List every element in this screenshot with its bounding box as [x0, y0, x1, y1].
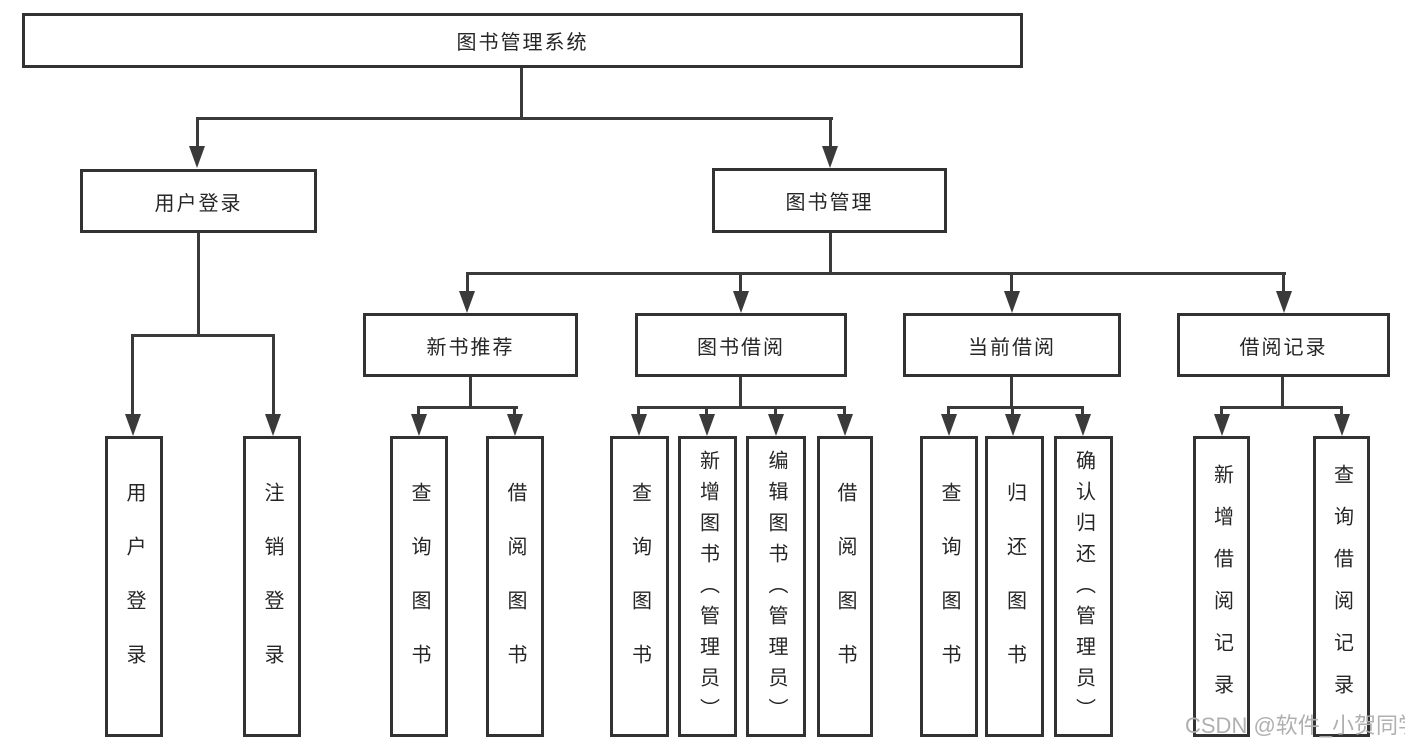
connector-line — [829, 117, 832, 150]
connector-line — [466, 272, 469, 294]
node-label: 图书管理系统 — [456, 32, 589, 54]
arrow-down-icon — [1005, 414, 1021, 436]
connector-line — [637, 406, 640, 418]
arrow-down-icon — [459, 291, 475, 313]
connector-line — [1010, 376, 1013, 408]
node-library-system: 图书管理系统 — [22, 13, 1023, 68]
node-label: 图书管理 — [785, 192, 874, 214]
arrow-down-icon — [507, 414, 523, 436]
node-book-management: 图书管理 — [712, 168, 947, 233]
connector-line — [196, 117, 199, 150]
arrow-down-icon — [941, 414, 957, 436]
connector-line — [947, 406, 950, 418]
connector-line — [417, 406, 420, 418]
connector-line — [1220, 406, 1343, 409]
arrow-down-icon — [1004, 291, 1020, 313]
connector-line — [513, 406, 516, 418]
connector-line — [417, 406, 518, 409]
node-book-borrow: 图书借阅 — [635, 313, 847, 377]
arrow-down-icon — [1214, 414, 1230, 436]
leaf-borrow-books: 借阅图书 — [817, 436, 873, 737]
node-label: 用户登录 — [154, 192, 243, 215]
arrow-down-icon — [1075, 414, 1091, 436]
connector-line — [131, 334, 275, 337]
node-user-login: 用户登录 — [80, 169, 317, 233]
connector-line — [466, 272, 1286, 275]
node-current-borrow: 当前借阅 — [903, 313, 1121, 377]
leaf-return-books: 归还图书 — [985, 436, 1044, 737]
arrow-down-icon — [1334, 414, 1350, 436]
node-label: 新书推荐 — [426, 336, 515, 359]
leaf-add-borrow-record: 新增借阅记录 — [1193, 436, 1250, 737]
connector-line — [637, 406, 846, 409]
arrow-down-icon — [768, 414, 784, 436]
connector-line — [1011, 406, 1014, 418]
arrow-down-icon — [822, 146, 838, 168]
connector-line — [1081, 406, 1084, 418]
arrow-down-icon — [733, 291, 749, 313]
arrow-down-icon — [631, 414, 647, 436]
connector-line — [843, 406, 846, 418]
leaf-search-books: 查询图书 — [920, 436, 978, 737]
connector-line — [1281, 376, 1284, 408]
leaf-user-login: 用户登录 — [105, 436, 163, 737]
arrow-down-icon — [125, 414, 141, 436]
connector-line — [705, 406, 708, 418]
node-label: 当前借阅 — [968, 336, 1056, 359]
arrow-down-icon — [837, 414, 853, 436]
node-label: 借阅记录 — [1239, 336, 1328, 359]
arrow-down-icon — [1276, 291, 1292, 313]
node-label: 图书借阅 — [697, 336, 785, 359]
connector-line — [1220, 406, 1223, 418]
connector-line — [197, 233, 200, 336]
arrow-down-icon — [411, 414, 427, 436]
node-borrow-records: 借阅记录 — [1177, 313, 1390, 377]
arrow-down-icon — [189, 146, 205, 168]
connector-line — [774, 406, 777, 418]
node-new-book-recommend: 新书推荐 — [363, 313, 578, 377]
connector-line — [520, 67, 523, 118]
leaf-search-books: 查询图书 — [610, 436, 669, 737]
connector-line — [739, 376, 742, 408]
leaf-logout: 注销登录 — [243, 436, 301, 737]
leaf-confirm-return-admin: 确认归还（管理员） — [1054, 436, 1113, 737]
connector-line — [947, 406, 1084, 409]
connector-line — [1282, 272, 1285, 294]
connector-line — [1340, 406, 1343, 418]
leaf-edit-books-admin: 编辑图书（管理员） — [746, 436, 806, 737]
connector-line — [272, 334, 275, 416]
connector-line — [739, 272, 742, 294]
connector-line — [131, 334, 134, 416]
leaf-search-books: 查询图书 — [390, 436, 448, 737]
connector-line — [196, 117, 833, 120]
arrow-down-icon — [265, 414, 281, 436]
leaf-add-books-admin: 新增图书（管理员） — [678, 436, 737, 737]
connector-line — [829, 233, 832, 274]
arrow-down-icon — [699, 414, 715, 436]
csdn-watermark: CSDN @软件_小贺同学 — [1185, 713, 1405, 738]
leaf-borrow-books: 借阅图书 — [486, 436, 544, 737]
leaf-search-borrow-record: 查询借阅记录 — [1313, 436, 1370, 737]
connector-line — [1010, 272, 1013, 294]
connector-line — [469, 376, 472, 408]
